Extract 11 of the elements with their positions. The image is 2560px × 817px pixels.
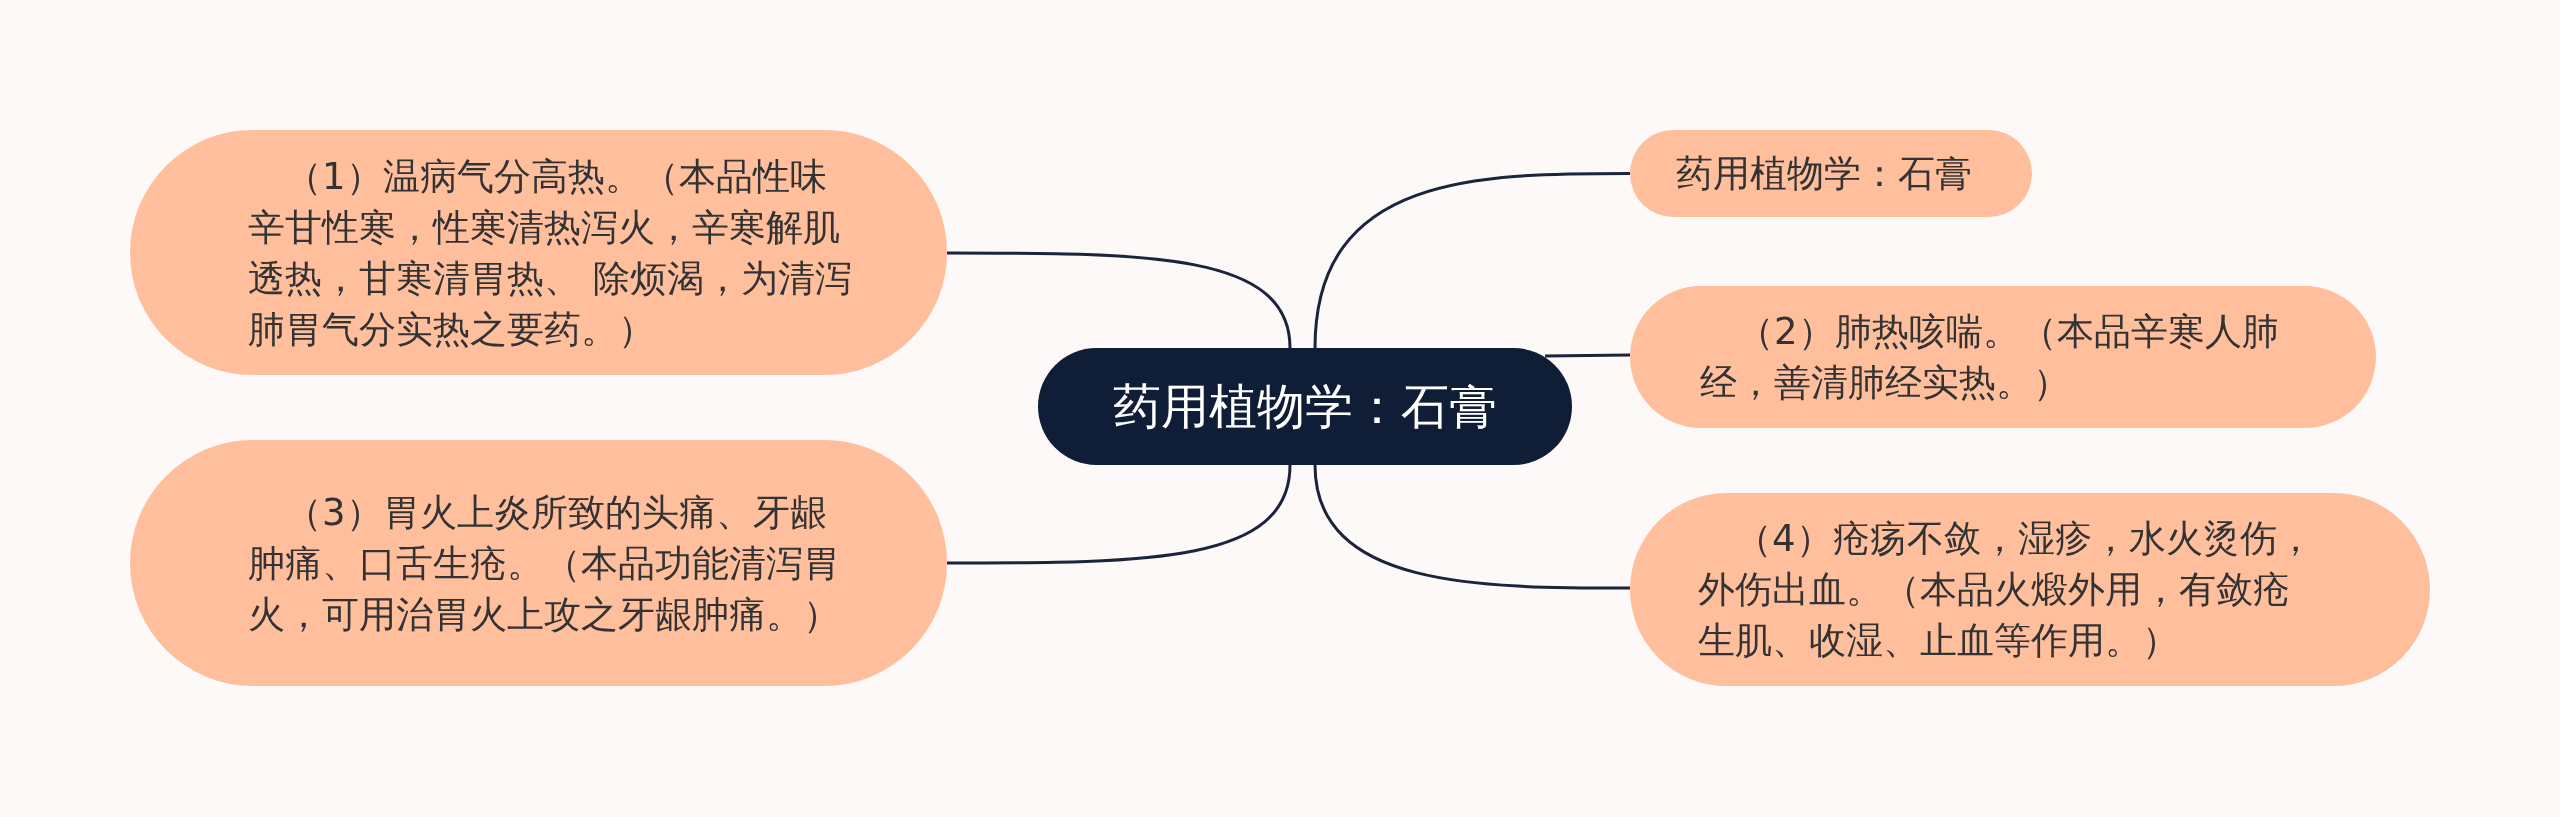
topic-text: （1）温病气分高热。（本品性味辛甘性寒，性寒清热泻火，辛寒解肌透热，甘寒清胃热、 除烦渴，为清泻肺胃气分实热之要药。） bbox=[248, 153, 853, 353]
connector-line bbox=[1545, 353, 1630, 358]
topic-text: （2）肺热咳喘。（本品辛寒人肺经，善清肺经实热。） bbox=[1700, 309, 2280, 406]
connector-line bbox=[1313, 464, 1630, 590]
topic-text: （3）胃火上炎所致的头痛、牙龈肿痛、口舌生疮。（本品功能清泻胃火，可用治胃火上攻之牙龈肿痛。） bbox=[248, 489, 841, 638]
topic-text: （4）疮疡不敛，湿疹，水火烫伤，外伤出血。（本品火煅外用，有敛疮生肌、收湿、止血等作用。） bbox=[1698, 516, 2315, 664]
connector-line bbox=[947, 251, 1292, 349]
topic-title: 药用植物学：石膏 bbox=[1113, 376, 1497, 436]
connector-line bbox=[947, 464, 1292, 565]
topic-text: 药用植物学：石膏 bbox=[1676, 151, 1972, 197]
connector-line bbox=[1313, 172, 1630, 349]
